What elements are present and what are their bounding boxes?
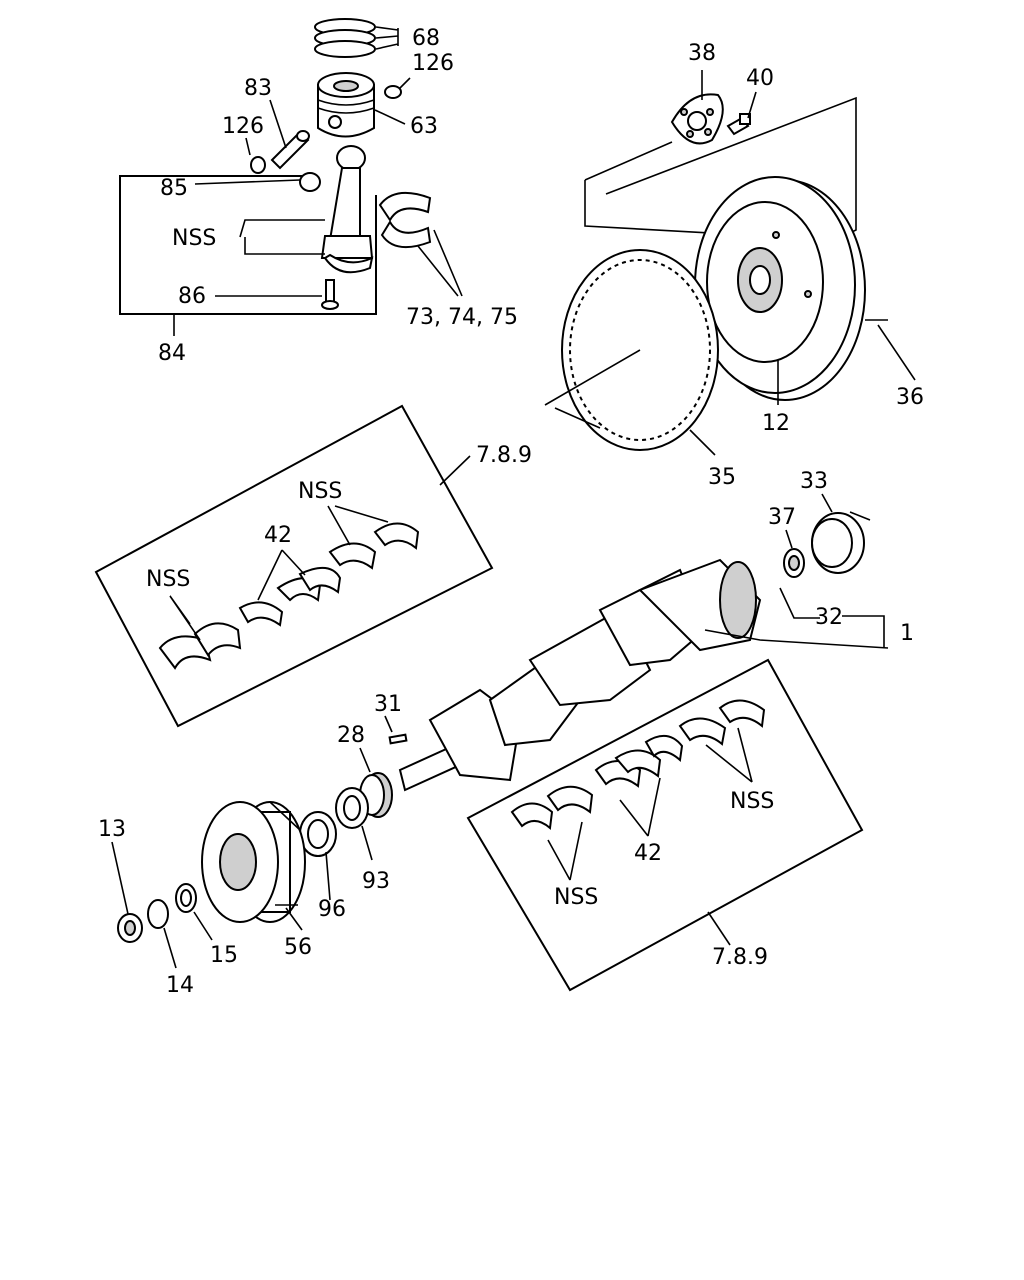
piston-icon bbox=[317, 72, 375, 138]
callout-33: 33 bbox=[800, 469, 828, 494]
callout-73-74-75: 73, 74, 75 bbox=[406, 305, 518, 330]
callout-85: 85 bbox=[160, 176, 188, 201]
callout-40: 40 bbox=[746, 66, 774, 91]
callout-32: 32 bbox=[815, 605, 843, 630]
callout-12: 12 bbox=[762, 411, 790, 436]
callout-nss-upper-right: NSS bbox=[298, 479, 342, 504]
nut-icon bbox=[117, 913, 143, 943]
callout-38: 38 bbox=[688, 41, 716, 66]
plate-icon bbox=[670, 93, 724, 145]
callout-7-8-9-lower: 7.8.9 bbox=[712, 945, 768, 970]
callout-42-lower: 42 bbox=[634, 841, 662, 866]
callout-36: 36 bbox=[896, 385, 924, 410]
front-seal-icon bbox=[299, 811, 337, 857]
callout-126-lower: 126 bbox=[222, 114, 264, 139]
callout-15: 15 bbox=[210, 943, 238, 968]
callout-68: 68 bbox=[412, 26, 440, 51]
piston-rings-icon bbox=[314, 18, 376, 58]
spacer-icon bbox=[175, 883, 197, 913]
callout-7-8-9-upper: 7.8.9 bbox=[476, 443, 532, 468]
bearing-kit-frame bbox=[466, 658, 864, 992]
snap-ring-icon bbox=[250, 156, 266, 174]
rod-bolt-icon bbox=[321, 279, 339, 310]
flywheel-icon bbox=[694, 176, 866, 401]
callout-96: 96 bbox=[318, 897, 346, 922]
callout-14: 14 bbox=[166, 973, 194, 998]
piston-pin-icon bbox=[270, 130, 310, 170]
callout-86: 86 bbox=[178, 284, 206, 309]
key-icon bbox=[388, 733, 408, 745]
crankshaft-icon bbox=[398, 558, 762, 792]
snap-ring-icon bbox=[384, 85, 402, 99]
callout-nss-lower-right: NSS bbox=[730, 789, 774, 814]
callout-93: 93 bbox=[362, 869, 390, 894]
washer-icon bbox=[147, 899, 169, 929]
callout-84: 84 bbox=[158, 341, 186, 366]
callout-83: 83 bbox=[244, 76, 272, 101]
bearing-shell-icon bbox=[510, 699, 766, 830]
bearing-kit-frame bbox=[94, 404, 494, 728]
callout-35: 35 bbox=[708, 465, 736, 490]
connecting-rod-icon bbox=[320, 145, 374, 259]
callout-13: 13 bbox=[98, 817, 126, 842]
oil-thrower-icon bbox=[335, 787, 369, 829]
bearing-shell-icon bbox=[378, 191, 432, 249]
callout-126: 126 bbox=[412, 51, 454, 76]
callout-nss-rod: NSS bbox=[172, 226, 216, 251]
crankshaft-pulley-icon bbox=[201, 801, 306, 923]
callout-56: 56 bbox=[284, 935, 312, 960]
callout-31: 31 bbox=[374, 692, 402, 717]
callout-42-upper: 42 bbox=[264, 523, 292, 548]
callout-nss-lower-left: NSS bbox=[554, 885, 598, 910]
callout-28: 28 bbox=[337, 723, 365, 748]
bolt-icon bbox=[726, 113, 751, 136]
callout-1: 1 bbox=[900, 621, 914, 646]
rod-bushing-icon bbox=[299, 172, 321, 192]
pilot-bearing-icon bbox=[783, 548, 805, 578]
callout-37: 37 bbox=[768, 505, 796, 530]
bearing-shell-icon bbox=[158, 522, 420, 670]
callout-nss-upper-left: NSS bbox=[146, 567, 190, 592]
callout-63: 63 bbox=[410, 114, 438, 139]
bearing-shell-icon bbox=[323, 253, 374, 274]
oil-seal-icon bbox=[811, 512, 865, 574]
